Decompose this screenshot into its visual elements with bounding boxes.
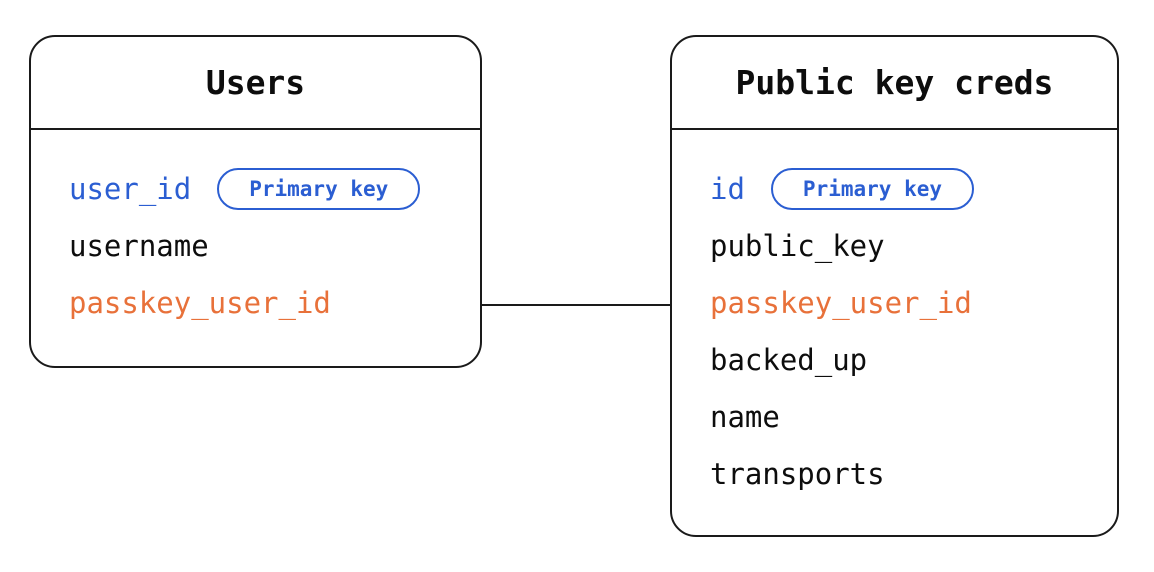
field-name: backed_up — [710, 342, 868, 377]
field-row-user-id: user_id Primary key — [69, 160, 480, 217]
primary-key-badge: Primary key — [770, 167, 974, 210]
field-row-backed-up: backed_up — [710, 331, 1117, 388]
field-name: transports — [710, 456, 885, 491]
table-users-title: Users — [31, 37, 480, 130]
field-name: passkey_user_id — [710, 285, 972, 320]
field-name: name — [710, 399, 780, 434]
field-name: public_key — [710, 228, 885, 263]
field-row-username: username — [69, 217, 480, 274]
table-users-fields: user_id Primary key username passkey_use… — [31, 130, 480, 331]
table-public-key-creds-fields: id Primary key public_key passkey_user_i… — [672, 130, 1117, 502]
field-name: username — [69, 228, 209, 263]
relationship-connector — [481, 304, 671, 306]
field-name: user_id — [69, 171, 192, 206]
field-row-public-key: public_key — [710, 217, 1117, 274]
field-row-name: name — [710, 388, 1117, 445]
field-row-transports: transports — [710, 445, 1117, 502]
field-row-passkey-user-id: passkey_user_id — [710, 274, 1117, 331]
field-name: id — [710, 171, 745, 206]
table-users: Users user_id Primary key username passk… — [29, 35, 482, 368]
table-public-key-creds: Public key creds id Primary key public_k… — [670, 35, 1119, 537]
primary-key-badge: Primary key — [217, 167, 421, 210]
table-public-key-creds-title: Public key creds — [672, 37, 1117, 130]
field-row-id: id Primary key — [710, 160, 1117, 217]
field-row-passkey-user-id: passkey_user_id — [69, 274, 480, 331]
field-name: passkey_user_id — [69, 285, 331, 320]
